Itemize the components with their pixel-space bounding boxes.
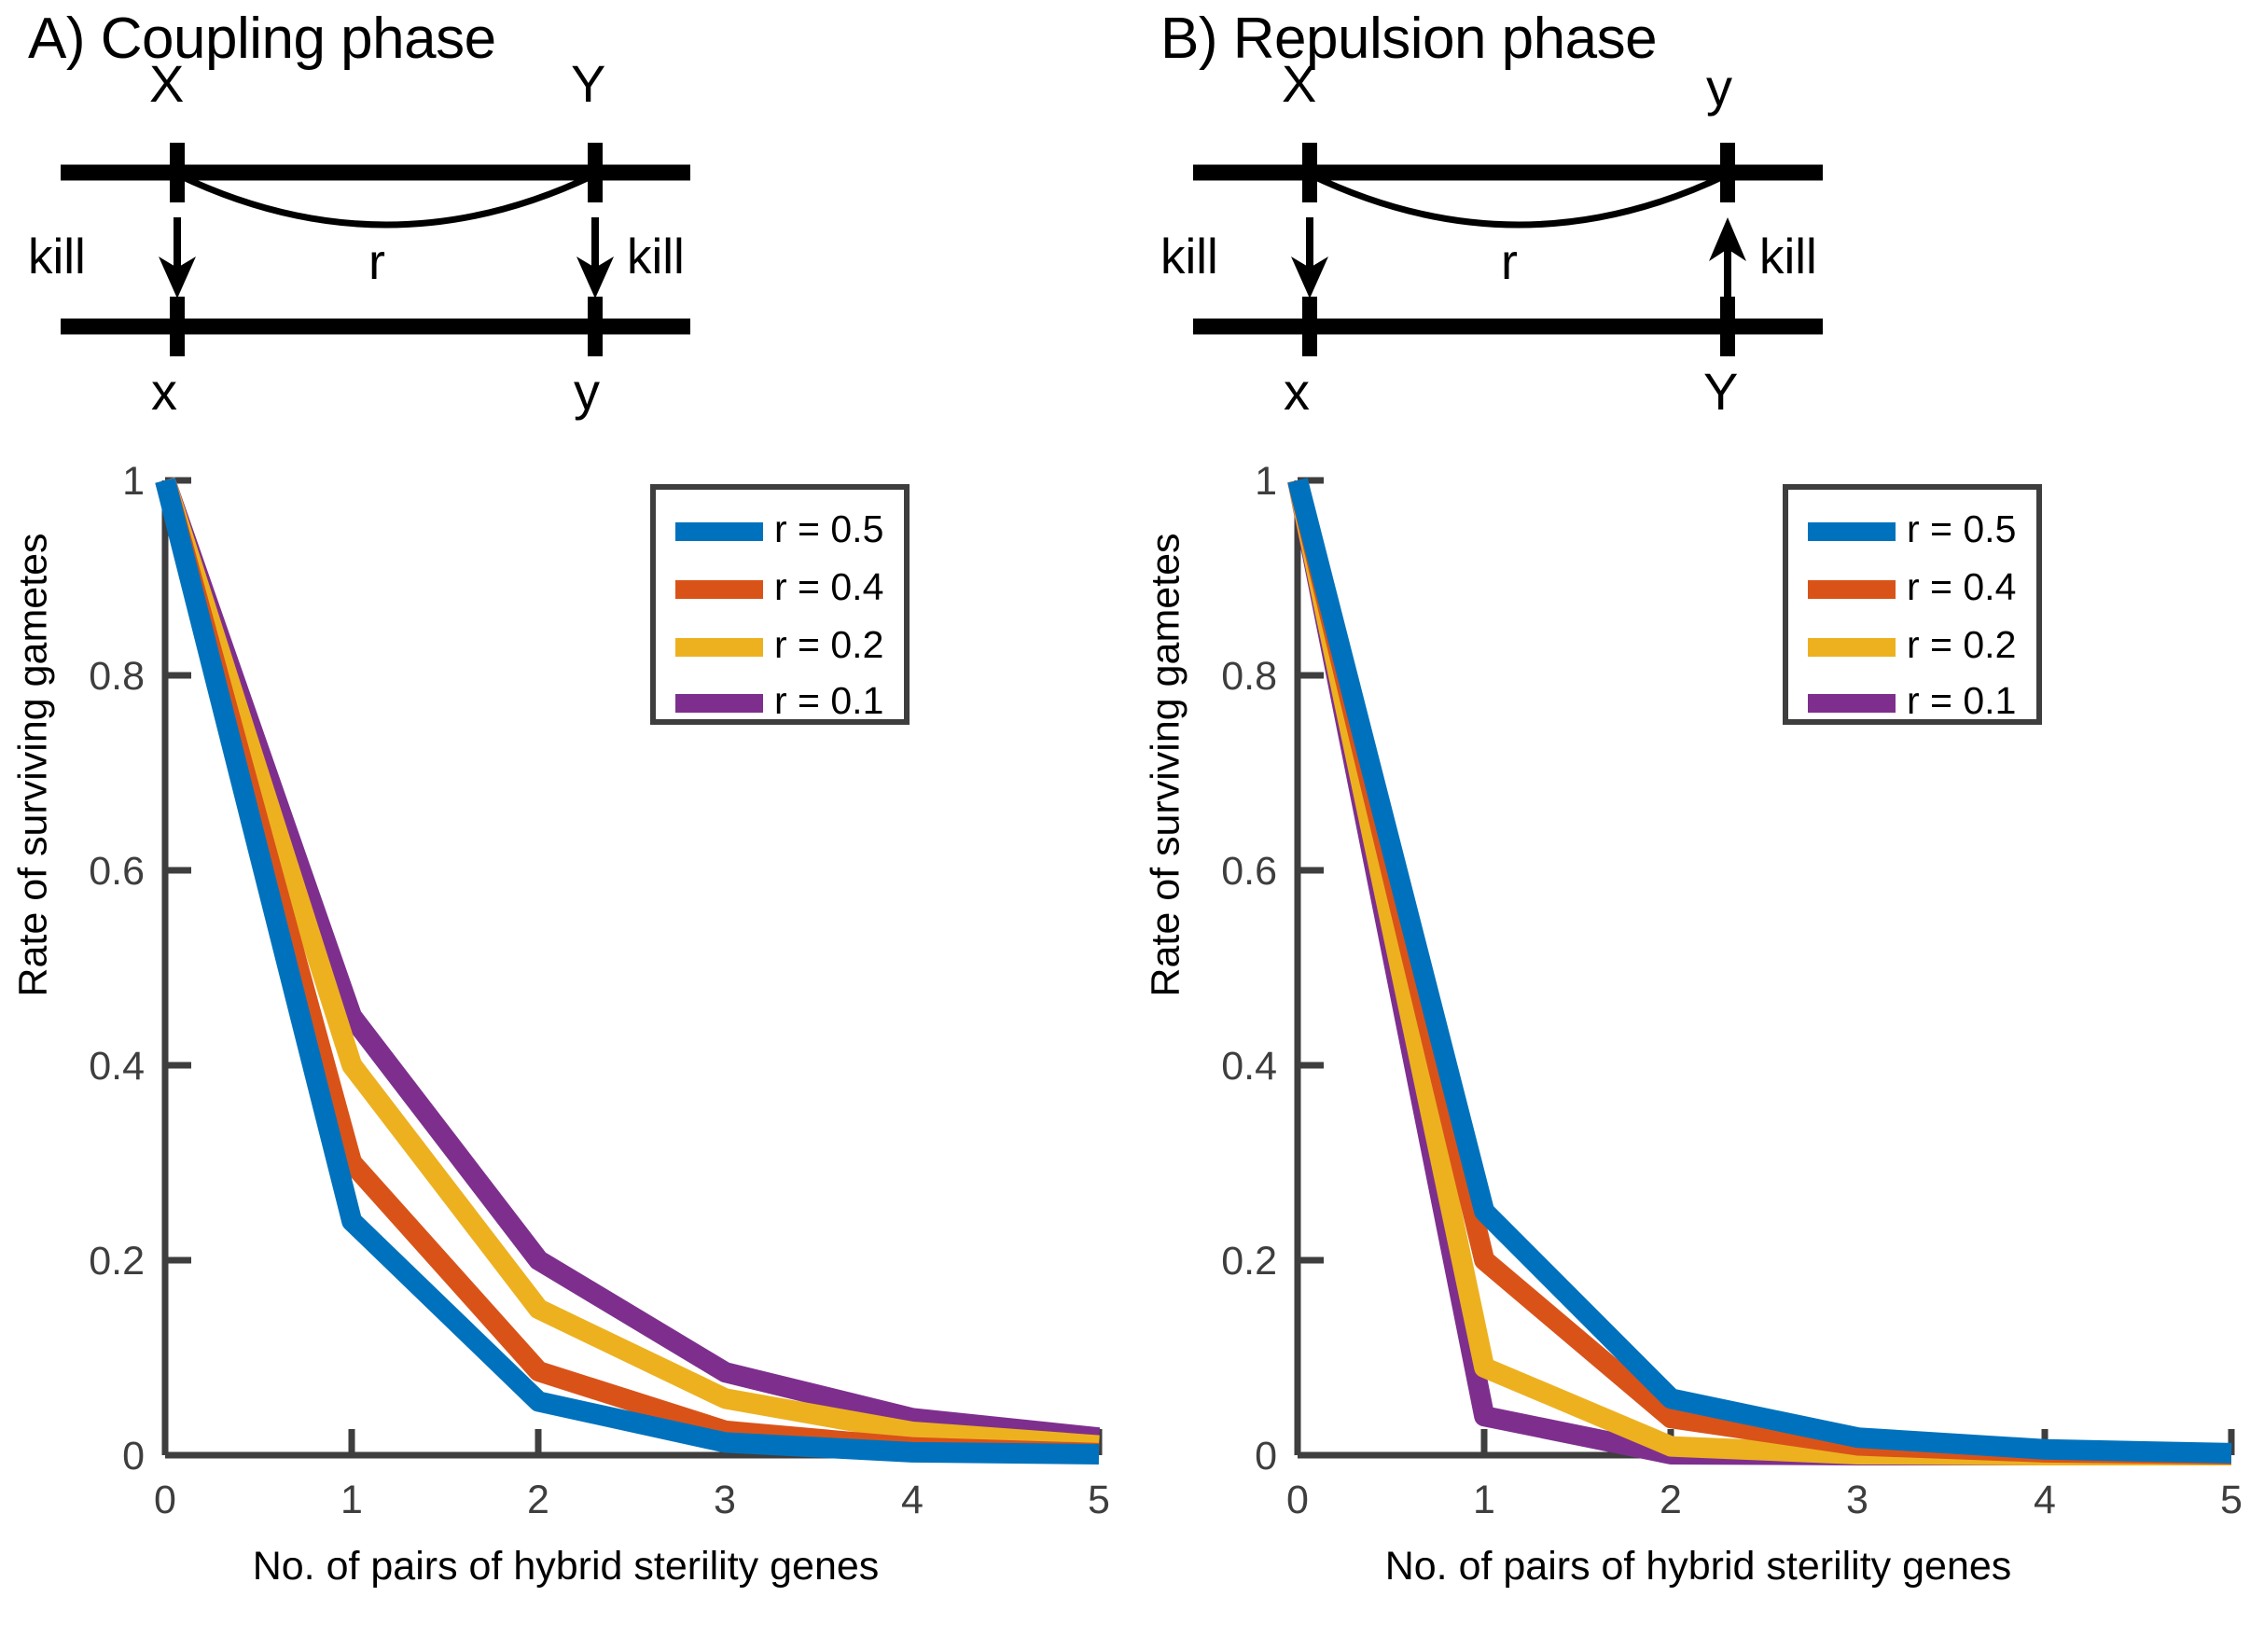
locus-label-top-left-b: X: [1282, 54, 1317, 113]
svg-text:0.4: 0.4: [1221, 1044, 1277, 1089]
kill-arrow-left-b: [1291, 217, 1328, 298]
series-line-r01-a: [155, 477, 1101, 1449]
series-line-r04-b: [1287, 478, 2232, 1465]
panel-a-ylabel-container: Rate of surviving gametes: [6, 466, 62, 1063]
svg-text:0: 0: [122, 1434, 145, 1478]
svg-text:1: 1: [1255, 459, 1277, 504]
legend-label-r04-b: r = 0.4: [1907, 565, 2016, 608]
legend-label-r04-a: r = 0.4: [774, 565, 883, 608]
kill-label-right-a: kill: [627, 229, 685, 285]
kill-arrow-up-right-b: [1709, 217, 1746, 298]
svg-text:0: 0: [1255, 1434, 1277, 1478]
recombination-arc-b: [1308, 171, 1729, 229]
lower-chromosome-b: [1193, 297, 1823, 356]
legend-label-r05-b: r = 0.5: [1907, 507, 2016, 550]
series-line-r02-a: [155, 477, 1100, 1456]
recombination-label-a: r: [368, 234, 385, 290]
svg-text:1: 1: [1473, 1478, 1495, 1522]
panel-a-title: A) Coupling phase: [28, 7, 496, 71]
legend-label-r01-b: r = 0.1: [1907, 679, 2016, 722]
lower-chromosome-a: [61, 297, 690, 356]
legend-a: r = 0.5 r = 0.4 r = 0.2 r = 0.1: [650, 484, 910, 725]
legend-label-r01-a: r = 0.1: [774, 679, 883, 722]
panel-a-chart: 0 0.2 0.4 0.6 0.8 1 0 1 2 3 4 5: [0, 438, 1132, 1642]
legend-label-r02-b: r = 0.2: [1907, 623, 2016, 666]
x-tick-labels-a: 0 1 2 3 4 5: [154, 1478, 1110, 1522]
svg-text:0.2: 0.2: [89, 1239, 145, 1284]
panel-a-schematic: X Y x y r kill kill: [0, 54, 1132, 421]
panel-b-ylabel: Rate of surviving gametes: [1144, 533, 1188, 997]
svg-text:5: 5: [2220, 1478, 2243, 1522]
upper-chromosome-b: [1193, 143, 1823, 202]
panel-b-ylabel-container: Rate of surviving gametes: [1138, 466, 1194, 1063]
kill-arrow-right-a: [576, 217, 614, 298]
svg-text:0.4: 0.4: [89, 1044, 145, 1089]
panel-b-chart: 0 0.2 0.4 0.6 0.8 1 0 1 2 3 4 5: [1132, 438, 2264, 1642]
panel-repulsion-phase: B) Repulsion phase: [1132, 0, 2264, 1652]
panel-b-xlabel: No. of pairs of hybrid sterility genes: [1384, 1544, 2012, 1589]
kill-label-left-a: kill: [28, 229, 86, 285]
locus-label-bottom-right-a: y: [574, 362, 600, 421]
y-tick-labels-b: 0 0.2 0.4 0.6 0.8 1: [1221, 459, 1277, 1478]
svg-text:0.2: 0.2: [1221, 1239, 1277, 1284]
svg-text:1: 1: [122, 459, 145, 504]
svg-text:4: 4: [901, 1478, 924, 1522]
panel-coupling-phase: A) Coupling phase: [0, 7, 1132, 1642]
svg-text:0.6: 0.6: [89, 849, 145, 894]
series-line-r02-b: [1287, 478, 2231, 1465]
svg-text:4: 4: [2034, 1478, 2056, 1522]
panel-a-xlabel: No. of pairs of hybrid sterility genes: [252, 1544, 880, 1589]
svg-text:2: 2: [1660, 1478, 1682, 1522]
svg-text:3: 3: [1846, 1478, 1868, 1522]
locus-label-top-right-b: y: [1706, 58, 1732, 117]
locus-label-top-left-a: X: [149, 54, 185, 113]
svg-text:0.8: 0.8: [89, 654, 145, 699]
svg-text:0.6: 0.6: [1221, 849, 1277, 894]
svg-text:1: 1: [340, 1478, 363, 1522]
series-line-r01-b: [1287, 478, 2231, 1465]
locus-label-bottom-left-b: x: [1284, 362, 1310, 421]
axis-lines-b: [1294, 480, 2231, 1459]
series-line-r05-b: [1287, 478, 2232, 1464]
recombination-arc-a: [175, 171, 597, 229]
kill-label-right-b: kill: [1759, 229, 1817, 285]
legend-label-r02-a: r = 0.2: [774, 623, 883, 666]
svg-text:5: 5: [1088, 1478, 1110, 1522]
svg-text:3: 3: [714, 1478, 736, 1522]
locus-label-bottom-right-b: Y: [1703, 362, 1739, 421]
panel-a-ylabel: Rate of surviving gametes: [11, 533, 56, 997]
kill-label-left-b: kill: [1160, 229, 1218, 285]
y-tick-labels-a: 0 0.2 0.4 0.6 0.8 1: [89, 459, 145, 1478]
panel-b-schematic: X y x Y r kill kill: [1132, 54, 2264, 421]
upper-chromosome-a: [61, 143, 690, 202]
locus-label-top-right-a: Y: [571, 54, 606, 113]
y-ticks-a: [165, 477, 191, 1459]
svg-text:0: 0: [154, 1478, 176, 1522]
legend-b: r = 0.5 r = 0.4 r = 0.2 r = 0.1: [1783, 484, 2042, 725]
svg-text:2: 2: [527, 1478, 549, 1522]
x-tick-labels-b: 0 1 2 3 4 5: [1286, 1478, 2243, 1522]
svg-text:0: 0: [1286, 1478, 1309, 1522]
locus-label-bottom-left-a: x: [151, 362, 177, 421]
panel-b-title: B) Repulsion phase: [1160, 7, 1658, 71]
series-line-r05-a: [155, 478, 1100, 1465]
recombination-label-b: r: [1501, 234, 1518, 290]
svg-text:0.8: 0.8: [1221, 654, 1277, 699]
legend-label-r05-a: r = 0.5: [774, 507, 883, 550]
kill-arrow-left-a: [159, 217, 196, 298]
